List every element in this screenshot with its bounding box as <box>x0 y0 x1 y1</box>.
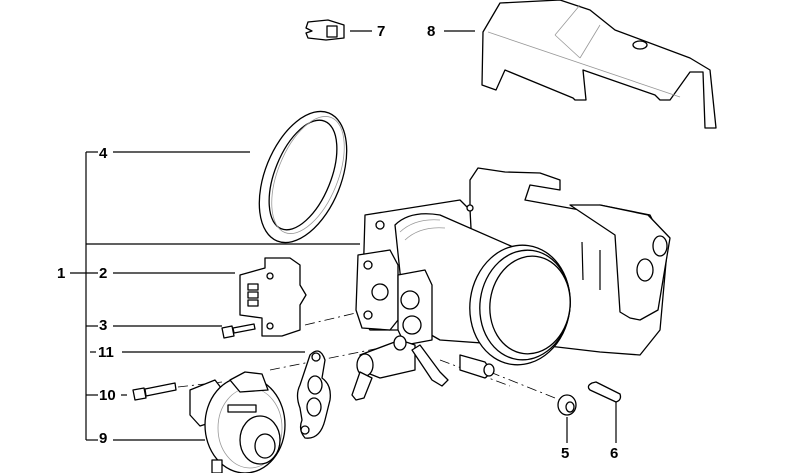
part-8-cover <box>481 0 717 129</box>
callout-3: 3 <box>99 317 108 334</box>
part-4-sealing-ring <box>258 110 348 244</box>
callout-6: 7 <box>377 23 386 40</box>
callout-11: 10 <box>99 387 116 404</box>
throttle-body-pipes <box>351 335 495 401</box>
callout-10: 11 <box>98 344 114 361</box>
callout-1: 1 <box>57 265 66 282</box>
part-10-gasket <box>296 350 331 439</box>
part-5-nut <box>557 394 577 416</box>
leader-lines <box>70 30 617 443</box>
callout-7: 6 <box>610 445 619 462</box>
part-7-dowel-pin <box>587 381 622 403</box>
part-11-bolt <box>132 382 177 401</box>
callout-5: 5 <box>561 445 570 462</box>
callout-9: 9 <box>99 430 108 447</box>
part-6-clip <box>305 19 345 41</box>
part-1-throttle-body <box>355 167 671 366</box>
part-2-sensor <box>239 257 307 337</box>
part-9-idle-valve <box>189 371 286 473</box>
part-3-screw <box>221 323 256 339</box>
callout-8: 8 <box>427 23 436 40</box>
callout-2: 2 <box>99 265 108 282</box>
callout-4: 4 <box>99 145 108 162</box>
